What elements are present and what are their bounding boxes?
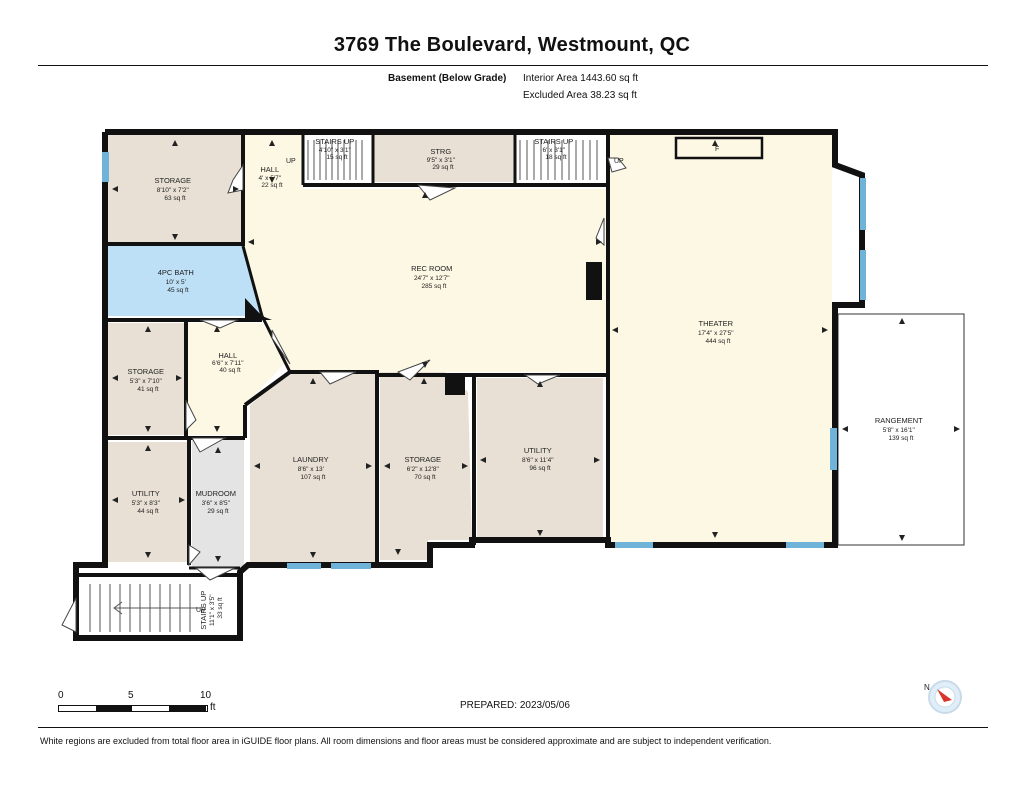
- room-label-rec-room: REC ROOM 24'7" x 12'7" 285 sq ft: [411, 258, 457, 290]
- utility-w-fill: [108, 442, 188, 562]
- plan-title: 3769 The Boulevard, Westmount, QC: [333, 34, 691, 56]
- room-label-rangement: RANGEMENT 5'8" x 16'1" 139 sq ft: [875, 410, 927, 442]
- room-label-mudroom: MUDROOM 3'6" x 8'5" 29 sq ft: [196, 483, 241, 515]
- excluded-area: Excluded Area 38.23 sq ft: [523, 90, 637, 101]
- scale-label-5: 5: [128, 690, 134, 701]
- doors: [61, 136, 764, 633]
- room-label-hall-mid: HALL 6'6" x 7'11" 40 sq ft: [212, 345, 248, 374]
- room-label-stairs-top-left: STAIRS UP 4'10" x 3'1" 15 sq ft: [315, 131, 359, 161]
- room-label-storage-c: STORAGE 6'2" x 12'8" 70 sq ft: [405, 449, 446, 481]
- room-label-utility-w: UTILITY 5'3" x 8'3" 44 sq ft: [132, 483, 165, 515]
- scale-bar: 0 5 10 ft: [58, 690, 228, 720]
- wall-blocks: [245, 262, 602, 395]
- fireplace-label: F: [715, 146, 719, 153]
- windows: [102, 152, 866, 569]
- utility-c-fill: [477, 378, 603, 540]
- scale-track: [58, 705, 208, 712]
- up-label-stairs-bottom: UP: [196, 607, 206, 614]
- scale-label-0: 0: [58, 690, 64, 701]
- level-label: Basement (Below Grade): [388, 73, 507, 84]
- rangement-outline: [837, 313, 965, 546]
- storage-w-fill: [108, 323, 186, 435]
- compass-n-label: N: [924, 683, 930, 692]
- laundry-fill: [250, 372, 375, 562]
- compass-icon: N: [924, 680, 962, 714]
- room-label-bath: 4PC BATH 10' x 5' 45 sq ft: [158, 262, 199, 294]
- room-label-hall-top: HALL 4' x 5'7" 22 sq ft: [259, 159, 286, 189]
- strg-fill: [373, 135, 515, 182]
- svg-text:STAIRS UP 11'1" x 3'5": STAIRS UP 11'1" x 3'5" 33 sq ft: [193, 586, 224, 630]
- dimension-ticks: [112, 140, 960, 562]
- scale-segment-2: [169, 705, 206, 712]
- room-fills: [80, 135, 832, 636]
- mudroom-fill: [192, 440, 244, 568]
- room-label-utility-c: UTILITY 8'6" x 11'4" 96 sq ft: [522, 440, 558, 472]
- room-label-laundry: LAUNDRY 8'6" x 13' 107 sq ft: [293, 449, 333, 481]
- up-label-hall: UP: [286, 158, 296, 165]
- scale-segment-1: [96, 705, 132, 712]
- bath-fill: [108, 246, 262, 316]
- rec-room-fill: [243, 189, 608, 372]
- header-rule: [38, 65, 988, 66]
- room-label-stairs-bottom: STAIRS UP 11'1" x 3'5" 33 sq ft: [193, 586, 224, 630]
- room-label-storage-nw: STORAGE 8'10" x 7'2" 63 sq ft: [155, 170, 196, 202]
- room-label-strg: STRG 9'5" x 3'1" 29 sq ft: [427, 141, 460, 171]
- stair-treads: [89, 140, 598, 632]
- storage-nw-fill: [108, 135, 243, 243]
- room-label-storage-w: STORAGE 5'3" x 7'10" 41 sq ft: [128, 361, 169, 393]
- room-label-stairs-top-right: STAIRS UP 6' x 3'1" 18 sq ft: [534, 131, 578, 161]
- footer-rule: [38, 727, 988, 728]
- interior-area: Interior Area 1443.60 sq ft: [523, 73, 639, 84]
- scale-unit: ft: [210, 702, 216, 713]
- disclaimer-footer: White regions are excluded from total fl…: [40, 736, 772, 746]
- hall-mid-fill: [186, 323, 288, 435]
- storage-c-fill: [380, 372, 472, 560]
- room-label-theater: THEATER 17'4" x 27'5" 444 sq ft: [698, 313, 738, 345]
- scale-label-10: 10: [200, 690, 212, 701]
- up-label-theater: UP: [614, 158, 624, 165]
- prepared-date: PREPARED: 2023/05/06: [460, 700, 570, 711]
- theater-fill: [608, 135, 832, 542]
